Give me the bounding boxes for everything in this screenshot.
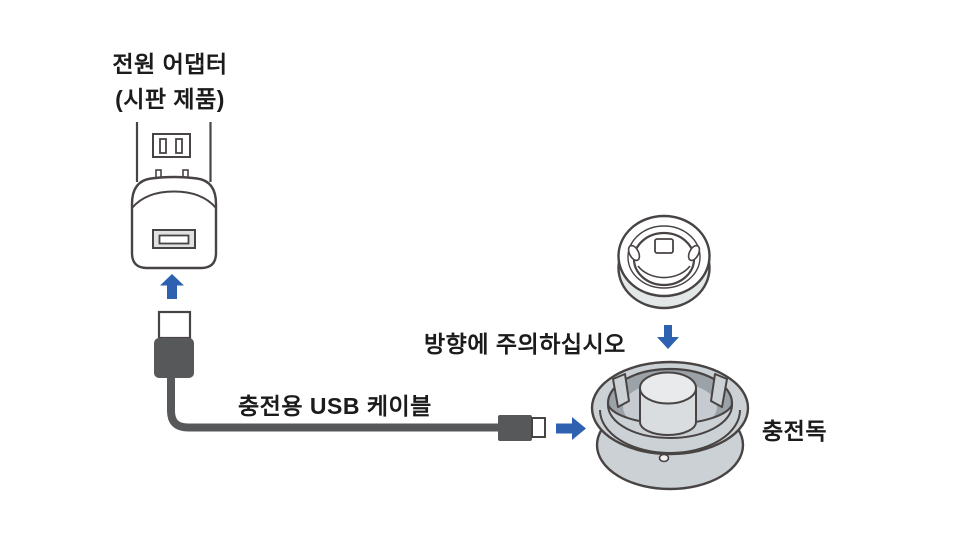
right-arrow-icon [556,417,586,440]
ring-illustration [617,214,711,310]
plug-blade-right [175,138,183,154]
usb-a-connector-metal [157,310,192,340]
dock-shoulder-line [599,409,741,454]
adapter-body-seam [131,190,217,209]
down-arrow-icon [657,325,679,349]
charging-dock-illustration [590,360,750,491]
ring-inner-wall [637,265,691,279]
power-adapter-label-line1: 전원 어댑터 [112,51,228,77]
usb-a-port-slot [158,234,190,245]
plug-blade-plate [152,133,191,158]
dock-tab-right [710,373,728,408]
usb-cable-label: 충전용 USB 케이블 [238,393,432,419]
ring-sensor-right [687,244,701,262]
power-adapter-illustration [130,122,218,270]
usb-cable-illustration [154,310,546,441]
charging-dock-label: 충전독 [762,418,827,444]
ring-inner-edge [627,225,701,289]
dock-led-indicator [658,453,670,463]
ring-sensor-left [627,244,641,262]
power-adapter-label: 전원 어댑터 (시판 제품) [90,47,250,117]
ring-sensor-top [654,238,674,254]
dock-center-post-top [639,371,697,405]
up-arrow-icon [160,274,184,299]
usb-a-connector-body [154,338,194,378]
cable-cord [167,376,502,432]
plug-blade-left [159,138,167,154]
dock-tab-left [612,373,630,408]
dock-connector-tip [531,417,546,438]
dock-connector-body [498,415,532,441]
power-adapter-label-line2: (시판 제품) [115,86,225,112]
direction-caution-label: 방향에 주의하십시오 [424,331,626,357]
